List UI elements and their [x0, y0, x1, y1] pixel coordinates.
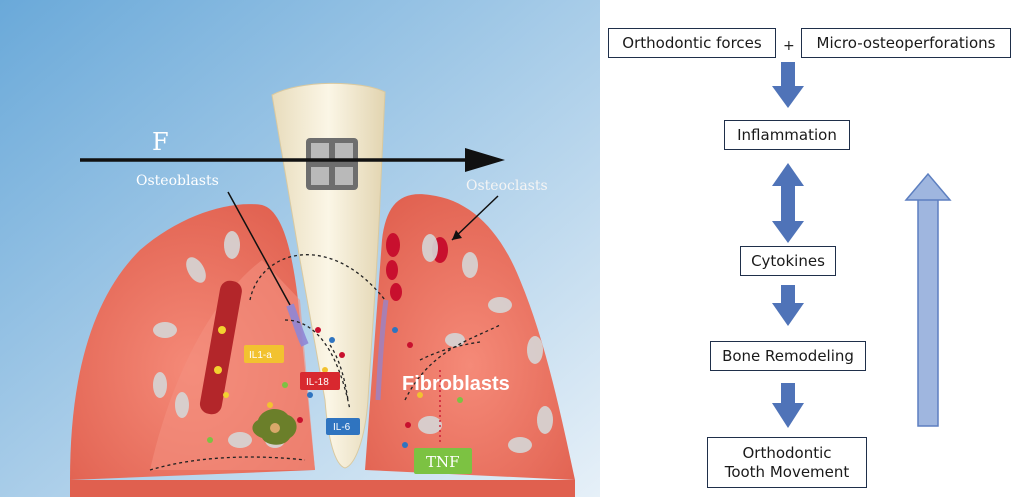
orthodontic-forces-box: Orthodontic forces: [608, 28, 776, 58]
fibroblasts-label: Fibroblasts: [402, 373, 510, 395]
osteoblast-layer: [286, 303, 309, 347]
force-label: F: [152, 128, 169, 156]
arrow-forces-to-inflammation: [772, 62, 804, 108]
bone-remodeling-box: Bone Remodeling: [710, 341, 866, 371]
signalling-paths: [149, 254, 501, 471]
osteoclasts-pointer-head: [452, 230, 462, 240]
il18-label: IL-18: [306, 377, 329, 388]
tooth-movement-line1: Orthodontic: [742, 443, 832, 462]
cytokines-box: Cytokines: [740, 246, 836, 276]
il1a-badge: IL1-a: [244, 345, 284, 363]
flowchart: Orthodontic forces + Micro-osteoperforat…: [600, 0, 1024, 497]
tall-upward-arrow: [904, 172, 952, 427]
il18-badge: IL-18: [300, 372, 340, 390]
inflammation-box: Inflammation: [724, 120, 850, 150]
tooth-movement-box: Orthodontic Tooth Movement: [707, 437, 867, 488]
force-arrow-head: [465, 148, 505, 172]
pdl-layer-right: [375, 299, 389, 401]
bracket: [306, 138, 358, 190]
arrow-inflammation-cytokines: [772, 163, 804, 243]
gingiva-base: [70, 480, 575, 497]
arrow-bone-remodeling-to-tooth-movement: [772, 383, 804, 428]
tooth-movement-line2: Tooth Movement: [724, 462, 850, 481]
il1a-label: IL1-a: [249, 350, 272, 361]
blood-vessel: [199, 280, 242, 415]
micro-osteoperforations-box: Micro-osteoperforations: [801, 28, 1011, 58]
gingiva-right: [365, 194, 575, 480]
plus-sign: +: [783, 38, 795, 54]
osteoclast-cells: [386, 233, 448, 301]
tnf-badge: TNF: [414, 448, 472, 474]
osteoclasts-label: Osteoclasts: [466, 178, 548, 194]
osteoblasts-label: Osteoblasts: [136, 173, 219, 189]
tooth-movement-illustration: F Osteoblasts Osteoclasts: [0, 0, 600, 497]
il6-label: IL-6: [333, 422, 351, 433]
tnf-label: TNF: [426, 453, 460, 471]
immune-cell: [252, 408, 297, 445]
osteoblasts-pointer: [227, 191, 291, 306]
osteoclasts-pointer: [451, 195, 499, 241]
arrow-cytokines-to-bone-remodeling: [772, 285, 804, 326]
flowchart-arrows: [772, 62, 952, 428]
il6-badge: IL-6: [326, 418, 360, 435]
